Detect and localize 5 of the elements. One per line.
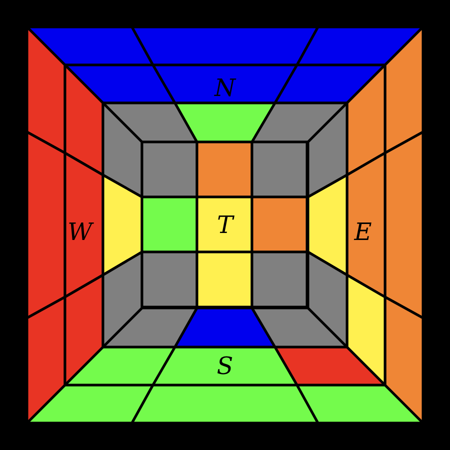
face-label: N xyxy=(214,76,236,100)
face-label: S xyxy=(216,354,234,378)
face-label: T xyxy=(217,213,233,237)
face-label: E xyxy=(354,220,372,244)
face-label: W xyxy=(68,220,92,244)
